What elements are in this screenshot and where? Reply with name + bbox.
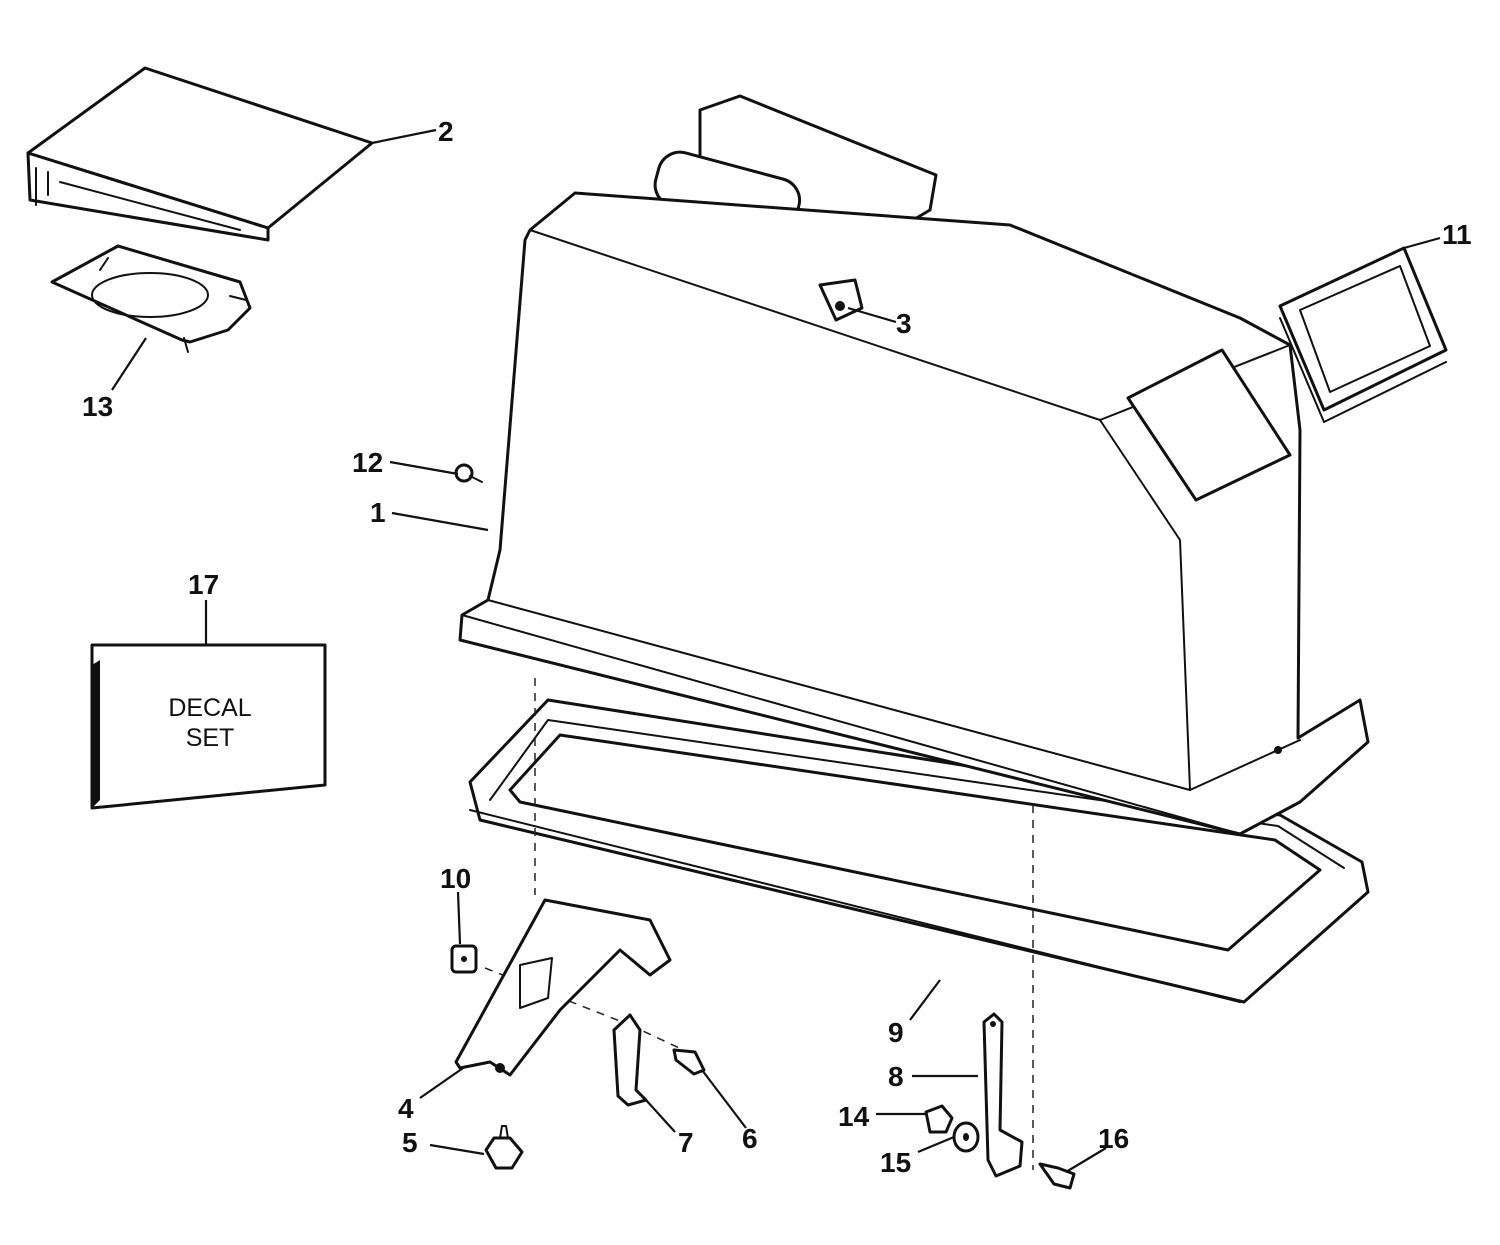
leader-lines: [111, 128, 1441, 1173]
callout-2: 2: [438, 116, 454, 147]
callout-13: 13: [82, 391, 113, 422]
callout-7: 7: [678, 1127, 694, 1158]
callout-16: 16: [1098, 1123, 1129, 1154]
callout-labels: 2 11 3 13 12 1 17 10 9 8 4 7 6 14 16 5 1…: [82, 116, 1472, 1178]
part-16-screw: [1038, 1162, 1076, 1190]
part-7-clip: [612, 1013, 648, 1107]
callout-5: 5: [402, 1127, 418, 1158]
callout-9: 9: [888, 1017, 904, 1048]
callout-17: 17: [188, 569, 219, 600]
callout-15: 15: [880, 1147, 911, 1178]
part-12-screw: [454, 463, 483, 483]
part-9-seal-frame: [468, 698, 1370, 1004]
part-15-washer: [952, 1121, 980, 1153]
part-4-bracket: [454, 898, 672, 1077]
part-8-strap: [982, 1012, 1024, 1178]
part-14-nut: [924, 1104, 954, 1134]
callout-11: 11: [1442, 219, 1472, 250]
decal-line-1: DECAL: [168, 694, 251, 722]
callout-12: 12: [352, 447, 383, 478]
callout-4: 4: [398, 1093, 414, 1124]
decal-line-2: SET: [186, 724, 235, 752]
callout-8: 8: [888, 1061, 904, 1092]
part-11-window-trim: [1278, 246, 1448, 423]
callout-3: 3: [896, 308, 912, 339]
callout-14: 14: [838, 1101, 870, 1132]
part-6-bolt: [672, 1048, 706, 1076]
part-1-engine-cover: [458, 94, 1370, 836]
part-17-decal-box: DECAL SET: [90, 643, 327, 810]
callout-10: 10: [440, 863, 471, 894]
callout-1: 1: [370, 497, 386, 528]
part-10-nut: [450, 944, 478, 974]
part-2-top-cover: [26, 66, 374, 242]
part-13-plate: [50, 244, 252, 353]
part-5-bumper: [484, 1125, 524, 1170]
callout-6: 6: [742, 1123, 758, 1154]
